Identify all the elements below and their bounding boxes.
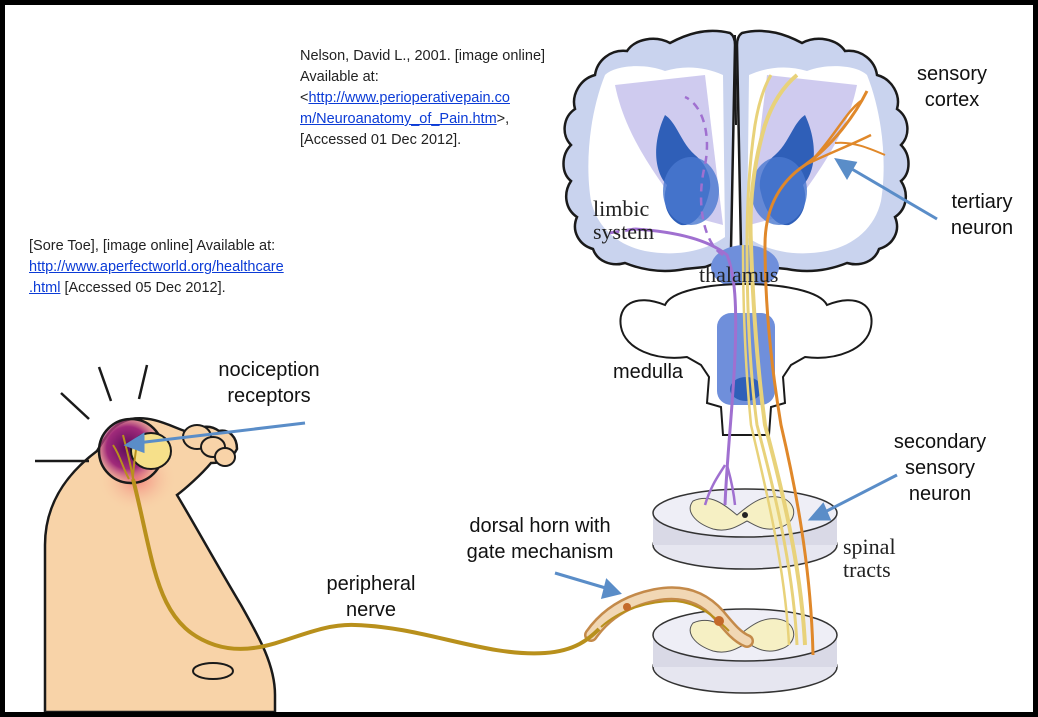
label-peripheral-nerve: peripheral nerve [311, 571, 431, 623]
citation-nelson: Nelson, David L., 2001. [image online] A… [300, 46, 590, 151]
citation-nelson-text: Nelson, David L., 2001. [image online] A… [300, 48, 545, 85]
citation-sore-toe-accessed: [Accessed 05 Dec 2012]. [64, 280, 225, 296]
label-secondary-sensory-neuron: secondary sensory neuron [885, 429, 995, 507]
label-tertiary-neuron: tertiary neuron [937, 189, 1027, 241]
label-dorsal-horn: dorsal horn with gate mechanism [460, 513, 620, 565]
citation-sore-toe-text: [Sore Toe], [image online] Available at: [29, 238, 275, 254]
label-spinal-tracts: spinal tracts [843, 535, 913, 581]
label-sensory-cortex: sensory cortex [897, 61, 1007, 113]
label-limbic-system: limbic system [593, 197, 673, 243]
citation-sore-toe-link-line2: .html [29, 280, 60, 296]
spinal-section-upper [653, 489, 837, 569]
citation-sore-toe-link-line1: http://www.aperfectworld.org/healthcare [29, 259, 284, 275]
foot [35, 365, 275, 712]
label-thalamus: thalamus [699, 263, 799, 286]
citation-nelson-link-line1: http://www.perioperativepain.co [308, 90, 510, 106]
citation-nelson-suffix: >, [497, 111, 510, 127]
spinal-section-lower [653, 609, 837, 693]
citation-nelson-accessed: [Accessed 01 Dec 2012]. [300, 132, 461, 148]
citation-nelson-link-line2: m/Neuroanatomy_of_Pain.htm [300, 111, 497, 127]
citation-sore-toe: [Sore Toe], [image online] Available at:… [29, 236, 369, 299]
label-nociception-receptors: nociception receptors [203, 357, 335, 409]
label-medulla: medulla [603, 359, 693, 385]
citation-nelson-link[interactable]: http://www.perioperativepain.co m/Neuroan… [300, 90, 510, 127]
